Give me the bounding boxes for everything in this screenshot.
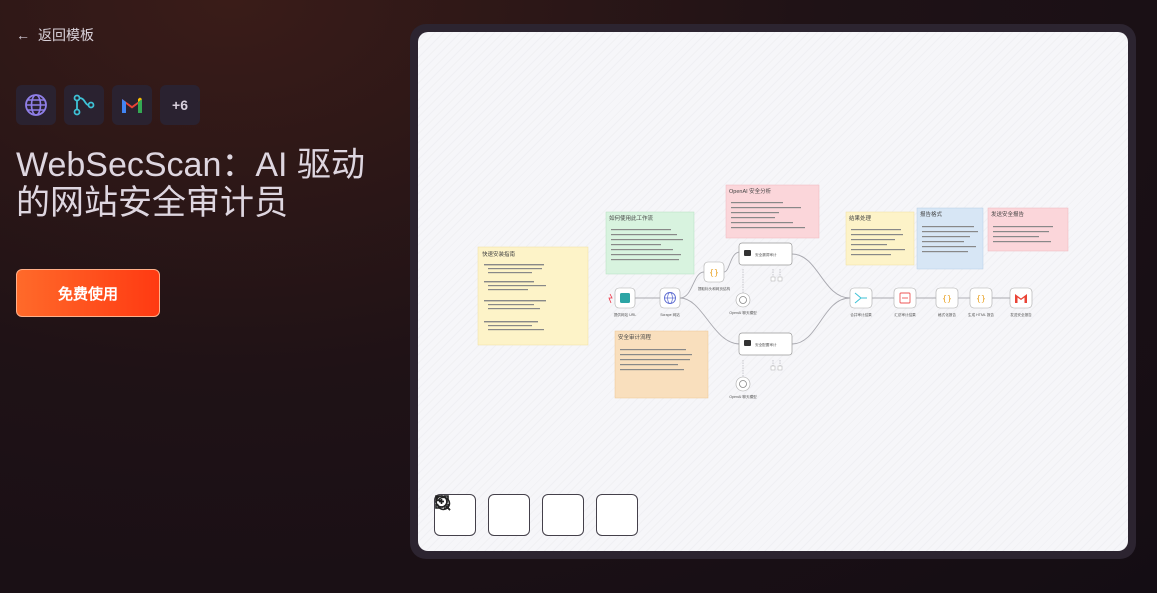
svg-text:{}: {} — [976, 294, 986, 303]
node-gmail-label: 发送安全报告 — [1010, 312, 1032, 317]
note-report-format[interactable]: 报告格式 — [916, 207, 984, 270]
workflow-canvas[interactable]: 快速安装指南 如何使用此工作流 — [418, 32, 1128, 551]
node-aggregate-label: 汇总审计结果 — [894, 312, 916, 317]
node-gmail[interactable]: 发送安全报告 — [1009, 287, 1033, 317]
agent-2-tool-port[interactable] — [777, 365, 783, 371]
globe-icon — [16, 85, 56, 125]
note-audit-flow-title: 安全审计流程 — [618, 333, 652, 341]
note-openai-analysis-title: OpenAI 安全分析 — [729, 187, 772, 195]
node-html[interactable]: {} 生成 HTML 报告 — [968, 287, 994, 317]
zoom-out-button[interactable] — [435, 494, 584, 536]
gmail-icon — [112, 85, 152, 125]
node-format[interactable]: {} 格式化报告 — [935, 287, 959, 317]
node-aggregate[interactable]: 汇总审计结果 — [893, 287, 917, 317]
fullscreen-icon — [435, 495, 449, 509]
node-http-request[interactable]: Scrape 网站 — [659, 287, 681, 317]
workflow-preview: 快速安装指南 如何使用此工作流 — [410, 24, 1136, 559]
node-form-trigger[interactable]: 提供网站 URL — [608, 287, 637, 317]
back-to-templates-link[interactable]: ← 返回模板 — [16, 25, 94, 45]
note-how-it-works-title: 如何使用此工作流 — [609, 214, 654, 222]
workflow-diagram: 快速安装指南 如何使用此工作流 — [477, 184, 1069, 399]
arrow-left-icon: ← — [16, 27, 30, 43]
agent-1-tool-port[interactable] — [777, 276, 783, 282]
page-title: WebSecScan：AI 驱动的网站安全审计员 — [16, 146, 365, 222]
node-extract-headers-label: 提取标头和网页结构 — [698, 286, 731, 291]
svg-text:{}: {} — [709, 268, 719, 277]
node-model-1-label: OpenAI 聊天模型 — [729, 310, 757, 315]
node-agent-1-label: 安全漏洞审计 — [755, 252, 777, 257]
note-audit-flow[interactable]: 安全审计流程 — [614, 330, 709, 399]
canvas-controls — [434, 494, 638, 536]
node-agent-2[interactable]: 安全配置审计 — [738, 332, 793, 356]
note-send-report[interactable]: 发送安全报告 — [987, 207, 1069, 252]
integration-icons: +6 — [16, 85, 200, 125]
more-integrations-badge: +6 — [160, 85, 200, 125]
use-for-free-button[interactable]: 免费使用 — [16, 269, 160, 317]
note-quick-setup[interactable]: 快速安装指南 — [477, 246, 589, 346]
svg-text:{}: {} — [942, 294, 952, 303]
zoom-in-button[interactable] — [435, 494, 530, 536]
node-agent-1[interactable]: 安全漏洞审计 — [738, 242, 793, 266]
node-format-label: 格式化报告 — [938, 312, 956, 317]
node-agent-2-label: 安全配置审计 — [755, 342, 777, 347]
agent-1-memory-port[interactable] — [770, 276, 776, 282]
note-quick-setup-title: 快速安装指南 — [482, 250, 516, 258]
note-result-processing-title: 结果处理 — [849, 214, 872, 222]
node-extract-headers[interactable]: {} 提取标头和网页结构 — [698, 261, 731, 291]
back-label: 返回模板 — [38, 27, 94, 43]
note-report-format-title: 报告格式 — [920, 210, 943, 218]
node-merge-label: 合并审计结果 — [850, 312, 872, 317]
node-model-2[interactable]: OpenAI 聊天模型 — [729, 376, 757, 399]
reset-view-button[interactable] — [436, 494, 638, 536]
reset-icon — [436, 496, 451, 511]
note-result-processing[interactable]: 结果处理 — [845, 211, 915, 266]
node-form-trigger-label: 提供网站 URL — [614, 312, 637, 317]
workflow-icon — [64, 85, 104, 125]
node-html-label: 生成 HTML 报告 — [968, 312, 994, 317]
agent-2-memory-port[interactable] — [770, 365, 776, 371]
node-model-1[interactable]: OpenAI 聊天模型 — [729, 292, 757, 315]
note-how-it-works[interactable]: 如何使用此工作流 — [605, 211, 695, 275]
node-merge[interactable]: 合并审计结果 — [849, 287, 873, 317]
node-http-request-label: Scrape 网站 — [660, 312, 680, 317]
note-send-report-title: 发送安全报告 — [991, 210, 1025, 218]
node-model-2-label: OpenAI 聊天模型 — [729, 394, 757, 399]
note-openai-analysis[interactable]: OpenAI 安全分析 — [725, 184, 820, 239]
